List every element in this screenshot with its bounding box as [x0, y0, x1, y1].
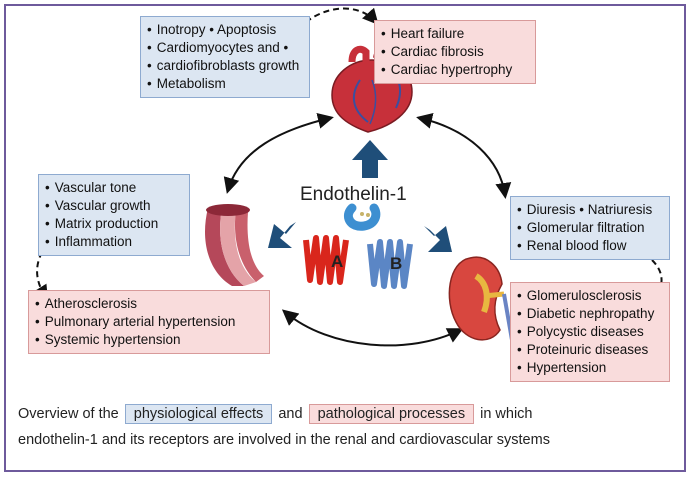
list-item: Inflammation: [45, 233, 183, 251]
list-item: Vascular growth: [45, 197, 183, 215]
dashed-arrow-kidney: [651, 259, 669, 302]
caption-text: and: [278, 406, 303, 422]
caption-line-2: endothelin-1 and its receptors are invol…: [18, 432, 550, 448]
arrow-vessel-kidney: [281, 309, 464, 347]
heart-effects-box: Inotropy • Apoptosis Cardiomyocytes and …: [140, 16, 310, 98]
legend-pathological-processes: pathological processes: [308, 404, 475, 424]
arrow-to-kidney: [424, 226, 452, 252]
vessel-effects-box: Vascular tone Vascular growth Matrix pro…: [38, 174, 190, 256]
list-item: Matrix production: [45, 215, 183, 233]
list-item: Metabolism: [147, 75, 303, 93]
heart-pathology-box: Heart failure Cardiac fibrosis Cardiac h…: [374, 20, 536, 84]
caption-text: Overview of the: [18, 406, 119, 422]
list-item: cardiofibroblasts growth: [147, 57, 303, 75]
list-item: Renal blood flow: [517, 237, 663, 255]
caption-text: in which: [480, 406, 533, 422]
blood-vessel-icon: [205, 204, 264, 286]
kidney-icon: [448, 256, 514, 341]
kidney-pathology-box: Glomerulosclerosis Diabetic nephropathy …: [510, 282, 670, 382]
dashed-arrow-heart: [305, 7, 379, 25]
vessel-pathology-box: Atherosclerosis Pulmonary arterial hyper…: [28, 290, 270, 354]
list-item: Cardiomyocytes and •: [147, 39, 303, 57]
receptor-b-label: B: [390, 254, 403, 273]
list-item: Cardiac fibrosis: [381, 43, 529, 61]
list-item: Proteinuric diseases: [517, 341, 663, 359]
list-item: Systemic hypertension: [35, 331, 263, 349]
receptor-b: [367, 239, 413, 289]
arrow-heart-vessel: [223, 113, 334, 194]
list-item: Diuresis • Natriuresis: [517, 201, 663, 219]
list-item: Diabetic nephropathy: [517, 305, 663, 323]
arrow-heart-kidney: [416, 113, 512, 199]
legend-physiological-effects: physiological effects: [124, 404, 273, 424]
endothelin-molecule: [344, 203, 381, 231]
list-item: Heart failure: [381, 25, 529, 43]
list-item: Glomerular filtration: [517, 219, 663, 237]
list-item: Inotropy • Apoptosis: [147, 21, 303, 39]
arrow-to-heart: [352, 140, 388, 178]
center-label-endothelin: Endothelin-1: [300, 184, 407, 205]
list-item: Polycystic diseases: [517, 323, 663, 341]
list-item: Cardiac hypertrophy: [381, 61, 529, 79]
caption-line-1: Overview of the physiological effects an…: [18, 404, 533, 424]
receptor-a-label: A: [331, 252, 344, 271]
list-item: Glomerulosclerosis: [517, 287, 663, 305]
receptor-a: [303, 235, 349, 285]
list-item: Pulmonary arterial hypertension: [35, 313, 263, 331]
list-item: Vascular tone: [45, 179, 183, 197]
list-item: Atherosclerosis: [35, 295, 263, 313]
arrow-to-vessel: [268, 222, 296, 248]
list-item: Hypertension: [517, 359, 663, 377]
kidney-effects-box: Diuresis • Natriuresis Glomerular filtra…: [510, 196, 670, 260]
